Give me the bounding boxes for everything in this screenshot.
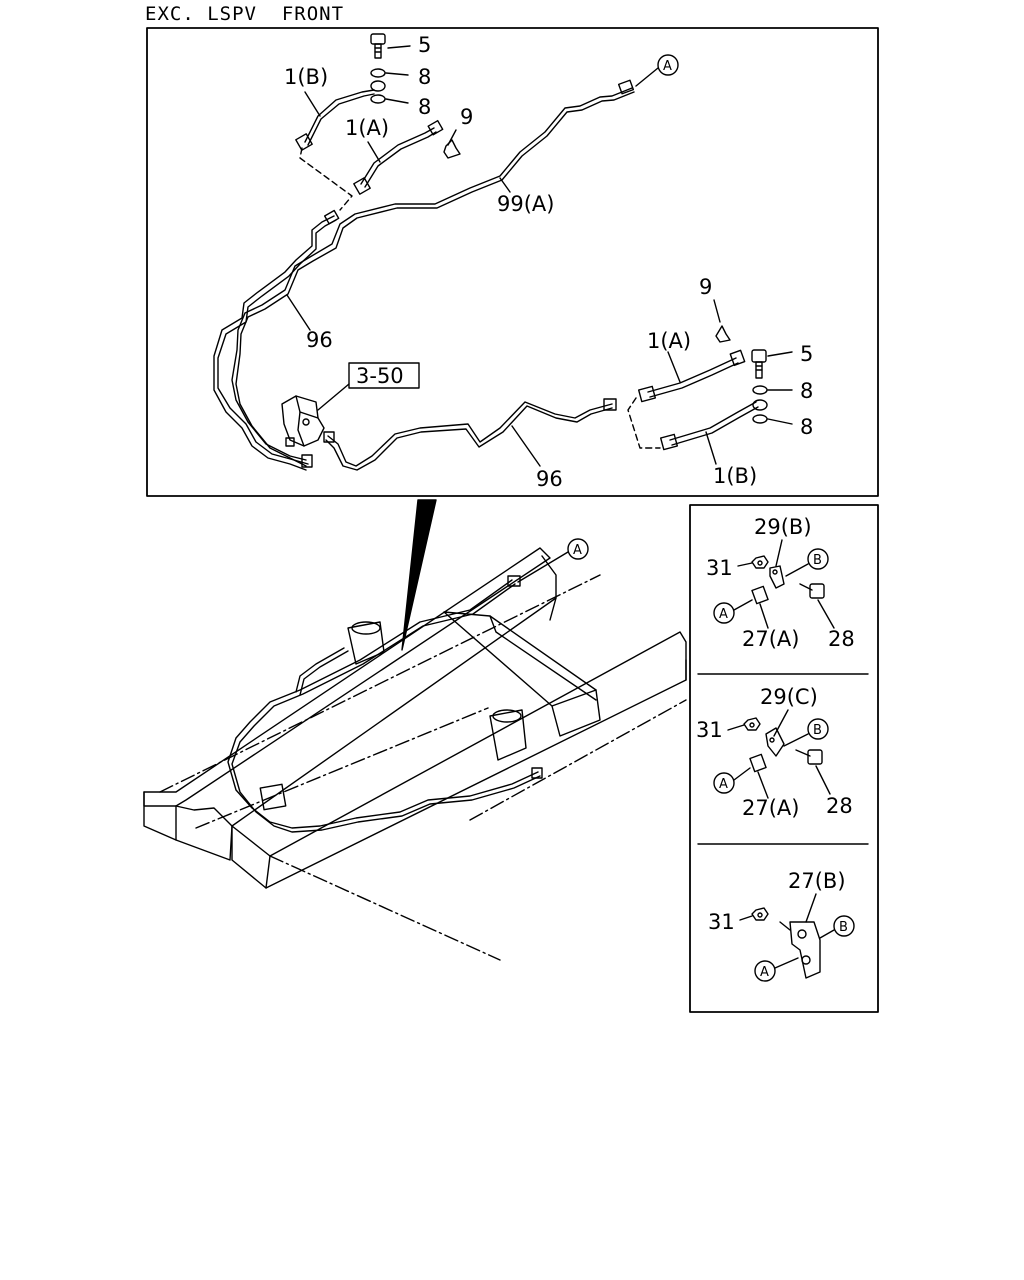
marker-a-d3 (754, 960, 776, 982)
detail-2-bolt-label: 28 (826, 794, 853, 818)
label-bolt-right: 5 (800, 342, 813, 366)
washer-top-1 (370, 68, 386, 78)
detail-1-bolt (799, 583, 825, 599)
detail-1-nut (751, 555, 769, 569)
marker-a-d2 (713, 772, 735, 794)
hose-eye-right (752, 399, 768, 411)
label-pipe-96-upper: 96 (306, 328, 333, 352)
marker-a-top (657, 54, 679, 76)
clip-right (715, 325, 731, 343)
label-pipe-96-lower: 96 (536, 467, 563, 491)
marker-b-d2-label: B (813, 723, 822, 738)
chassis-frame (143, 547, 687, 961)
flex-hose-1a-right (637, 349, 746, 403)
label-hose-1a-top: 1(A) (345, 116, 389, 140)
brake-pipe-99a (231, 79, 635, 465)
brake-pipe-96-lower (323, 398, 617, 471)
zoom-pointer (401, 499, 437, 651)
marker-a-chassis (567, 538, 589, 560)
label-bolt-top: 5 (418, 33, 431, 57)
hose-eye-top (370, 80, 386, 92)
marker-b-d2 (807, 718, 829, 740)
detail-3-bracket (789, 921, 821, 979)
clip-top (443, 139, 461, 159)
detail-panel-3: 27(B) 31 A B (708, 869, 855, 982)
union-bolt-top (370, 33, 386, 59)
valve-ref-box (348, 362, 420, 389)
label-pipe-99a: 99(A) (497, 192, 554, 216)
label-hose-1b-right: 1(B) (713, 464, 757, 488)
marker-a-d1 (713, 602, 735, 624)
marker-b-d1 (807, 548, 829, 570)
washer-top-2 (370, 94, 386, 104)
detail-1-bracket-label: 29(B) (754, 515, 812, 539)
detail-2-bolt (795, 749, 823, 765)
label-washer-right-1: 8 (800, 379, 813, 403)
detail-panels: 29(B) 31 A 27(A) 28 B 29( (689, 504, 879, 1013)
proportioning-valve (281, 395, 325, 447)
dash-link-right (627, 397, 661, 449)
label-clip-right: 9 (699, 275, 712, 299)
valve-ref-label: 3-50 (356, 364, 404, 388)
marker-b-d3 (833, 915, 855, 937)
label-clip-top: 9 (460, 105, 473, 129)
label-washer-top-2: 8 (418, 95, 431, 119)
label-hose-1b-top: 1(B) (284, 65, 328, 89)
detail-panel-2: 29(C) 31 A 27(A) 28 B (696, 685, 853, 820)
flex-hose-1b-right (659, 401, 759, 451)
detail-2-collar-label: 27(A) (742, 796, 799, 820)
detail-2-bracket (765, 727, 785, 757)
top-panel-frame (146, 27, 879, 497)
page-title: EXC. LSPV FRONT (145, 3, 345, 25)
marker-a-d3-label: A (760, 965, 769, 980)
detail-2-nut-label: 31 (696, 718, 723, 742)
flex-hose-1a-top (353, 119, 444, 195)
label-washer-top-1: 8 (418, 65, 431, 89)
label-washer-right-2: 8 (800, 415, 813, 439)
marker-b-d3-label: B (839, 920, 848, 935)
top-panel: 3-50 5 8 8 (146, 27, 879, 497)
marker-b-d1-label: B (813, 553, 822, 568)
marker-a-d2-label: A (719, 777, 728, 792)
detail-1-collar (751, 585, 769, 605)
detail-2-nut (743, 717, 761, 731)
detail-3-bracket-label: 27(B) (788, 869, 846, 893)
dash-link-top (299, 147, 353, 211)
marker-a-d1-label: A (719, 607, 728, 622)
detail-3-nut (751, 907, 769, 921)
washer-right-1 (752, 385, 768, 395)
detail-1-bracket (769, 565, 785, 589)
brake-pipe-96-upper (213, 209, 340, 471)
detail-1-collar-label: 27(A) (742, 627, 799, 651)
detail-2-collar (749, 753, 767, 773)
washer-right-2 (752, 414, 768, 424)
pipe-fitting (617, 79, 635, 95)
detail-1-bolt-label: 28 (828, 627, 855, 651)
label-hose-1a-right: 1(A) (647, 329, 691, 353)
detail-panel-frame (689, 504, 879, 1013)
marker-a-top-label: A (663, 59, 672, 74)
flex-hose-1b-top (295, 89, 375, 151)
detail-2-bracket-label: 29(C) (760, 685, 818, 709)
detail-3-nut-label: 31 (708, 910, 735, 934)
detail-panel-1: 29(B) 31 A 27(A) 28 B (706, 515, 855, 651)
detail-1-nut-label: 31 (706, 556, 733, 580)
union-bolt-right (751, 349, 767, 379)
marker-a-chassis-label: A (573, 543, 582, 558)
